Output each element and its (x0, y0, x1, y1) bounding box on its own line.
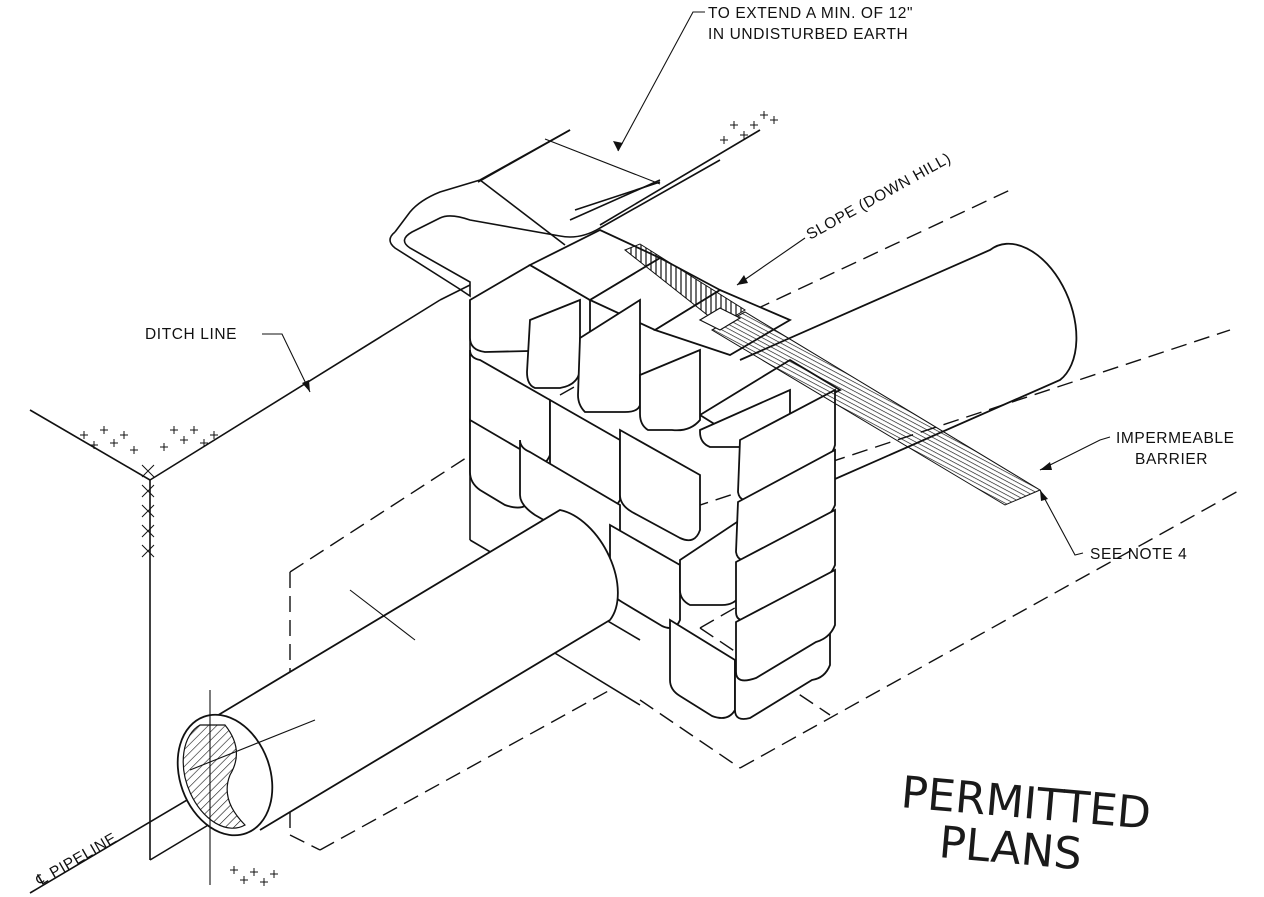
see-note-label: SEE NOTE 4 (1090, 546, 1187, 563)
soil-symbols (80, 111, 778, 886)
pipe-front (176, 509, 619, 885)
slope-label: SLOPE (DOWN HILL) (804, 150, 955, 244)
barrier-leaders (1039, 436, 1111, 556)
extend-leader (613, 11, 705, 152)
barrier-label-line1: IMPERMEABLE (1116, 430, 1235, 447)
extend-label-line1: TO EXTEND A MIN. OF 12" (708, 5, 913, 22)
extend-label-line2: IN UNDISTURBED EARTH (708, 26, 908, 43)
slope-arrow (736, 237, 806, 286)
sandbag-wall (469, 229, 842, 720)
barrier-label-line2: BARRIER (1135, 451, 1208, 468)
impermeable-barrier (624, 243, 1042, 506)
stamp-line2: PLANS (937, 817, 1084, 880)
ditch-line-leader (262, 333, 311, 393)
ditch-line-label: DITCH LINE (145, 326, 237, 343)
trench-outline (29, 129, 761, 894)
pipeline-label: ℄ PIPELINE (33, 830, 120, 890)
